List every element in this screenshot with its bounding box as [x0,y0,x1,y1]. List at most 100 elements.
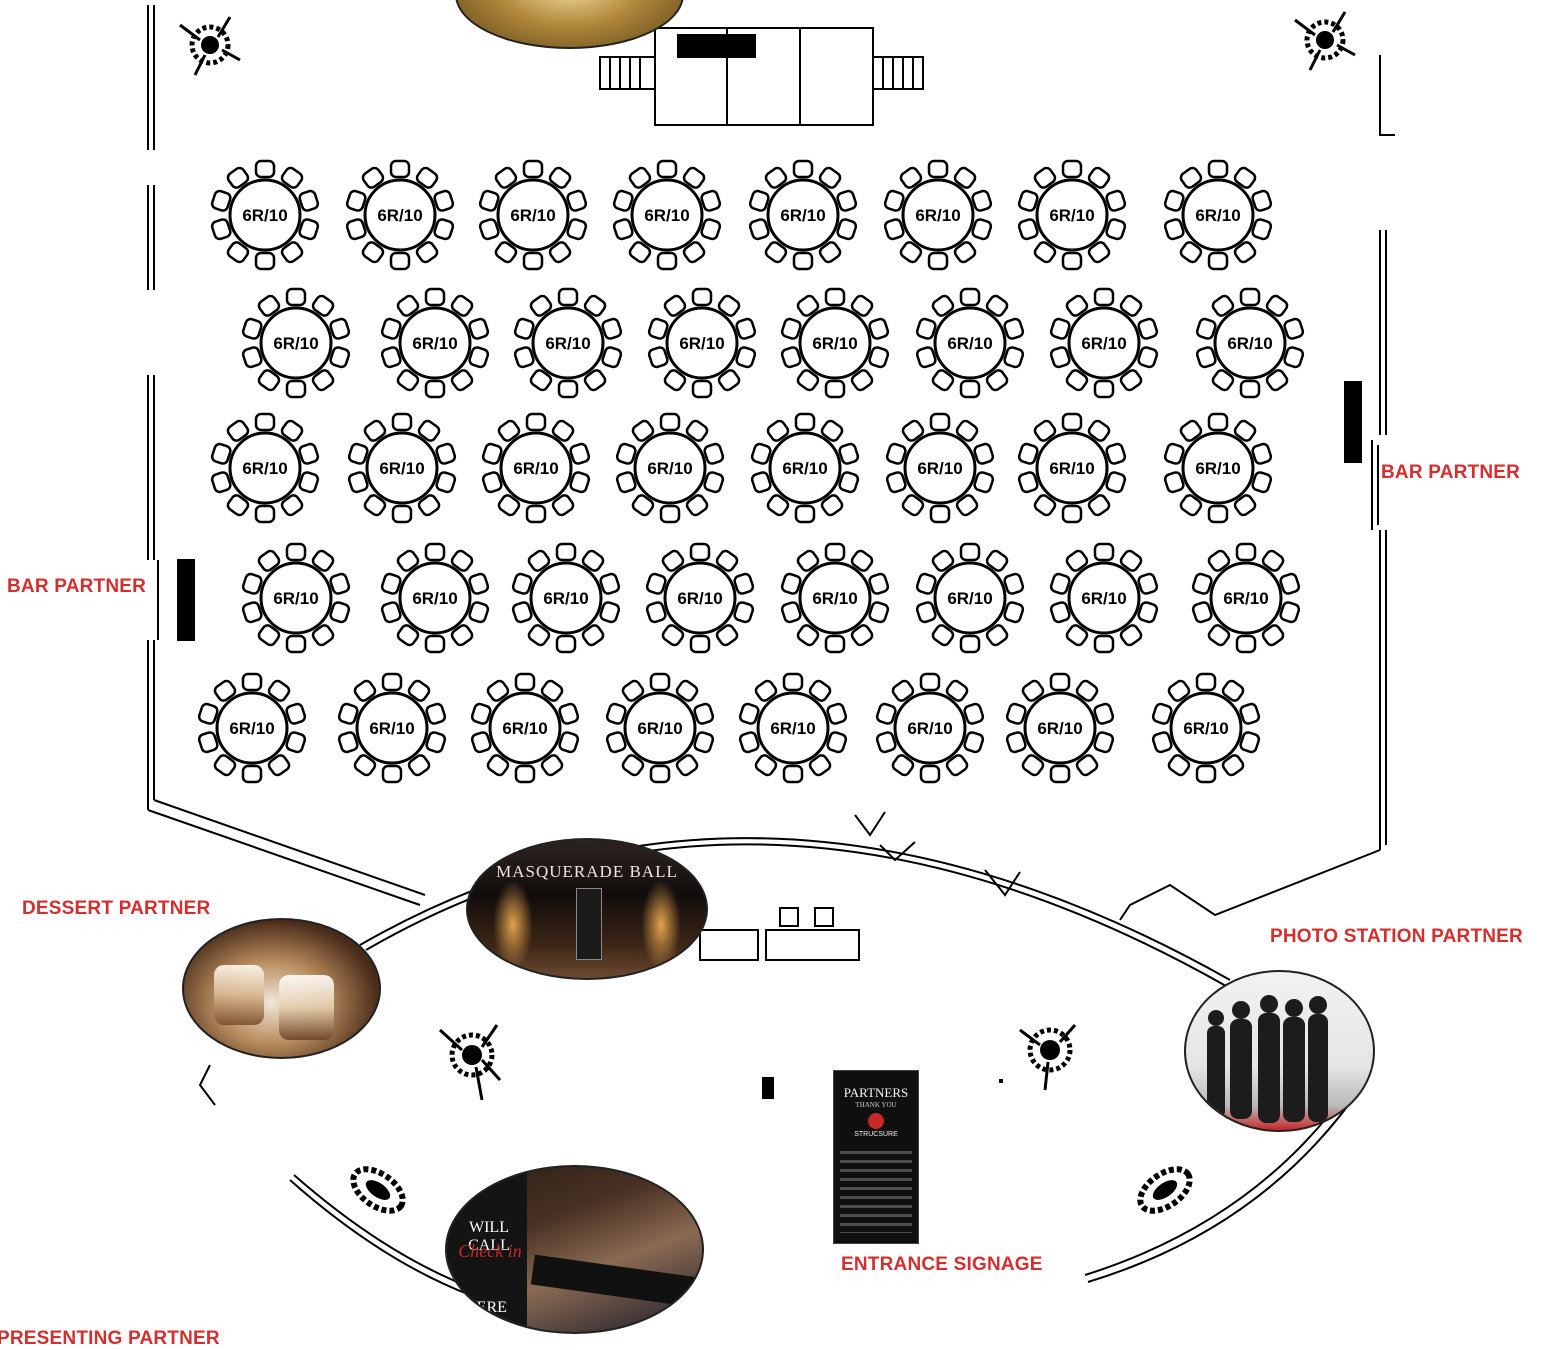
chair [569,442,591,465]
chair [353,754,377,777]
round-table: 6R/10 [478,159,588,271]
chair [424,287,446,307]
table-label: 6R/10 [1223,589,1268,608]
chair [899,241,923,264]
round-table: 6R/10 [885,412,995,524]
chair [425,731,447,754]
chair [1087,241,1111,264]
chair [885,442,907,465]
chair [529,369,553,392]
chair [818,241,842,264]
chair [1179,241,1203,264]
chair [1239,287,1261,307]
chair [1283,346,1305,369]
plant-icon [350,1166,406,1214]
chair [931,549,955,572]
chair [424,634,446,654]
chair [417,419,441,442]
table-label: 6R/10 [502,719,547,738]
chair [1105,189,1127,212]
chair [566,218,588,241]
chair [599,572,621,595]
chair [649,764,671,784]
chair [645,601,667,624]
plants [179,11,1356,1214]
chair [929,504,951,524]
chair [824,379,846,399]
chair [1061,159,1083,179]
plant-icon [179,16,241,76]
photo-station-partner-label: PHOTO STATION PARTNER [1270,926,1523,947]
chair [1195,346,1217,369]
will-call-line3: HERE [465,1299,507,1316]
chair [257,624,281,647]
chair [792,251,814,271]
table-label: 6R/10 [543,589,588,608]
banner-logos [840,1151,912,1233]
table-top [933,306,1007,380]
chair [663,369,687,392]
chair [868,346,890,369]
chair [1233,419,1257,442]
chair [435,471,457,494]
will-call-line1: WILL CALL [468,1219,510,1254]
chair [1049,346,1071,369]
left-wall-mid [147,185,155,290]
round-table: 6R/10 [210,412,320,524]
chair [1167,754,1191,777]
chair [254,504,276,524]
chair [1087,494,1111,517]
chair [682,166,706,189]
chair [1179,494,1203,517]
table-label: 6R/10 [1081,334,1126,353]
chair [766,419,790,442]
presenting-partner-label: PRESENTING PARTNER [0,1328,220,1349]
chair [1233,166,1257,189]
chair [649,672,671,692]
chair [1105,442,1127,465]
chair [1207,159,1229,179]
chair [1065,369,1089,392]
photo-station-photo [1184,970,1375,1132]
chair [257,369,281,392]
chair [522,159,544,179]
round-table: 6R/10 [1163,412,1273,524]
chair [514,764,536,784]
chair [647,317,669,340]
chair [796,369,820,392]
chair [796,549,820,572]
round-table: 6R/10 [241,542,351,654]
round-table: 6R/10 [511,542,621,654]
chair [868,572,890,595]
chair [601,317,623,340]
chair [311,624,335,647]
chair [450,369,474,392]
table-label: 6R/10 [242,206,287,225]
chair [733,572,755,595]
chair [558,731,580,754]
chair [380,346,402,369]
chair [210,442,232,465]
table-label: 6R/10 [1195,206,1240,225]
chair [764,166,788,189]
chair [1265,369,1289,392]
round-table: 6R/10 [915,542,1025,654]
chair [794,412,816,432]
round-table: 6R/10 [748,159,858,271]
chair [478,189,500,212]
chair [540,679,564,702]
chair [901,419,925,442]
chair [557,287,579,307]
chair [796,294,820,317]
bar-partner-right-label: BAR PARTNER [1381,462,1521,483]
chair [959,379,981,399]
chair [363,419,387,442]
chair [1061,412,1083,432]
chair [1167,679,1191,702]
chair [1003,601,1025,624]
chair [1235,634,1257,654]
chair [345,218,367,241]
chair [915,572,937,595]
chair [415,166,439,189]
chair [836,189,858,212]
